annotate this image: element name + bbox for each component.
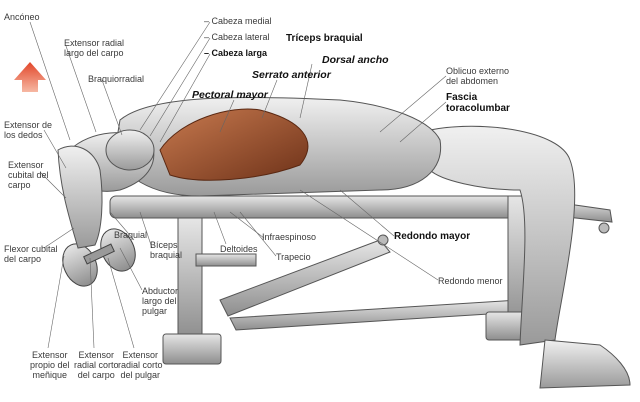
label-braquial: Braquial <box>114 230 148 240</box>
label-triceps-braquial: Tríceps braquial <box>286 33 363 44</box>
label-braquiorradial: Braquiorradial <box>88 74 145 84</box>
label-deltoides: Deltoides <box>220 244 258 254</box>
dumbbell <box>62 228 136 287</box>
label-extensor-propio-menique: Extensor propio del meñique <box>30 350 70 380</box>
label-pectoral-mayor: Pectoral mayor <box>192 89 268 101</box>
label-flexor-cubital: Flexor cubital del carpo <box>4 244 58 264</box>
label-extensor-cubital: Extensor cubital del carpo <box>8 160 49 190</box>
label-oblicuo-externo: Oblicuo externo del abdomen <box>446 66 510 86</box>
body <box>57 96 631 389</box>
label-biceps-braquial: Bíceps braquial <box>150 240 183 260</box>
label-abductor-largo: Abductor largo del pulgar <box>142 286 179 316</box>
arrow-up-icon <box>14 62 46 92</box>
label-fascia-toracolumbar: Fascia toracolumbar <box>446 92 510 114</box>
label-cabeza-lateral: – Cabeza lateral <box>204 32 270 42</box>
label-cabeza-larga: – Cabeza larga <box>204 48 268 58</box>
label-infraespinoso: Infraespinoso <box>262 232 317 242</box>
label-serrato-anterior: Serrato anterior <box>252 69 331 81</box>
label-trapecio: Trapecio <box>276 252 311 262</box>
label-dorsal-ancho: Dorsal ancho <box>322 54 389 66</box>
label-redondo-menor: Redondo menor <box>438 276 503 286</box>
leader-lines <box>29 21 447 349</box>
label-extensor-dedos: Extensor de los dedos <box>4 120 53 140</box>
label-extensor-corto-pulgar: Extensor radial corto del pulgar <box>118 350 163 380</box>
label-cabeza-medial: – Cabeza medial <box>204 16 272 26</box>
label-redondo-mayor: Redondo mayor <box>394 231 471 242</box>
label-extensor-radial-largo: Extensor radial largo del carpo <box>64 38 125 58</box>
label-extensor-radial-corto: Extensor radial corto del carpo <box>74 350 119 380</box>
label-anconeo: Ancóneo <box>4 12 40 22</box>
